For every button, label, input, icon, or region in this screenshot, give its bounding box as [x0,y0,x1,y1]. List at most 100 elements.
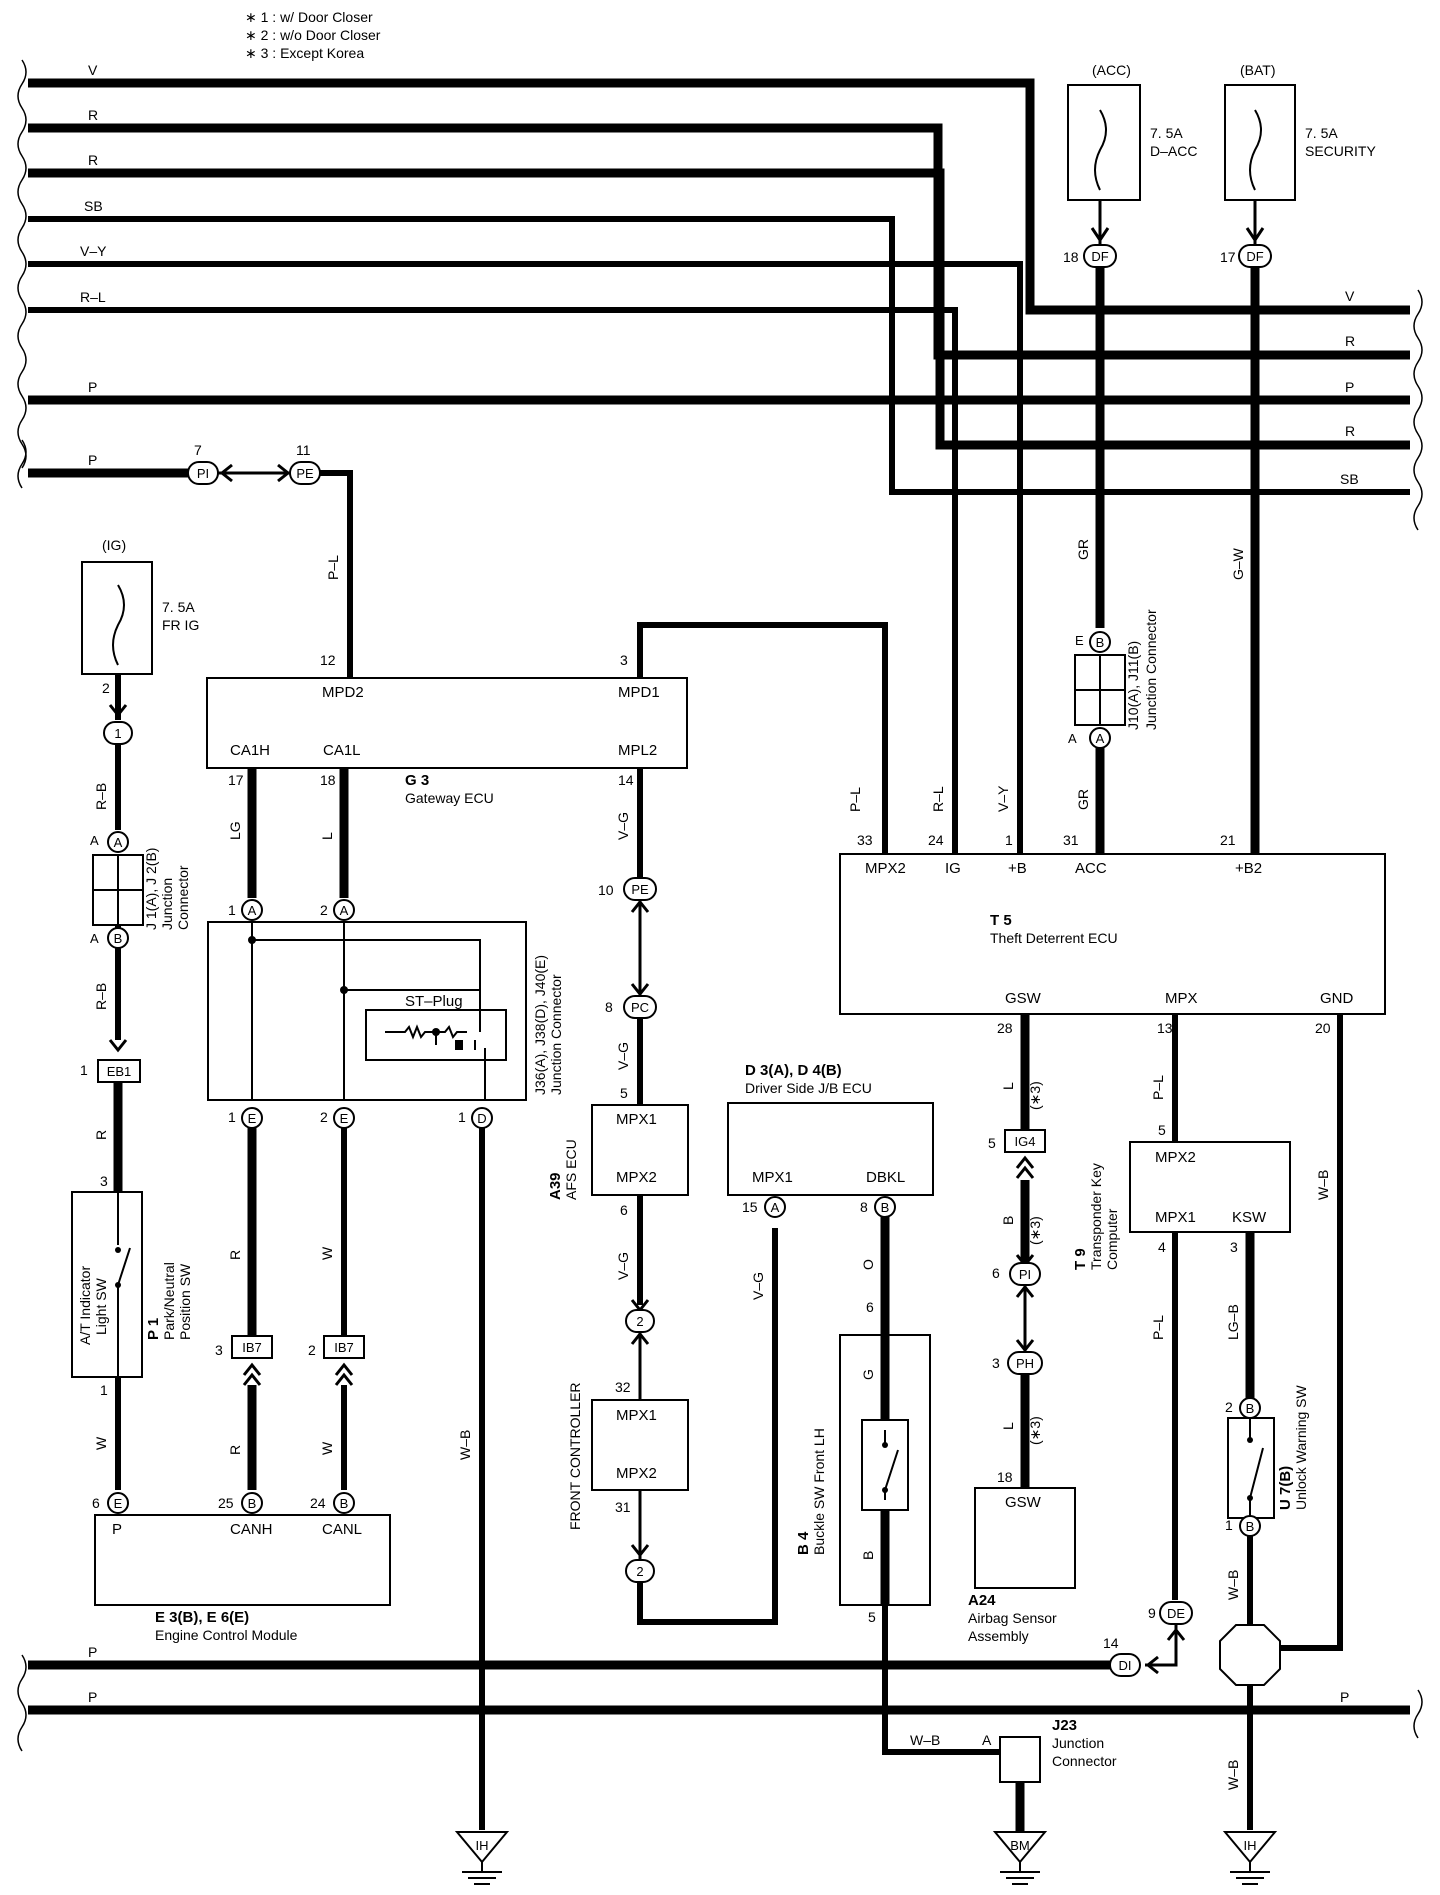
svg-text:P: P [88,1689,97,1705]
svg-text:1: 1 [100,1382,108,1398]
svg-text:J36(A), J38(D), J40(E): J36(A), J38(D), J40(E) [532,955,548,1095]
svg-text:Park/Neutral: Park/Neutral [161,1262,177,1340]
svg-text:1: 1 [228,1109,236,1125]
svg-text:GSW: GSW [1005,990,1042,1007]
svg-text:L: L [1000,1422,1016,1430]
rbus-label-r2: R [1345,423,1355,439]
svg-text:PH: PH [1016,1356,1034,1371]
splice-octagon [1219,1624,1281,1686]
junction-j36: 1 A 2 A ST–Plug J36(A), J38(D), J40(E) J… [207,899,564,1129]
svg-text:R–L: R–L [930,786,946,812]
svg-text:LG: LG [227,821,243,840]
bus-v [28,78,1410,315]
svg-text:18: 18 [320,772,336,788]
svg-text:ST–Plug: ST–Plug [405,993,463,1010]
fuse-acc-name: D–ACC [1150,143,1197,159]
rbus-label-sb: SB [1340,471,1359,487]
svg-text:G 3: G 3 [405,772,429,789]
gsw-chain: L (∗3) 5 IG4 B (∗3) 6 PI 3 PH L (∗3) 18 … [968,1014,1076,1644]
svg-text:13: 13 [1157,1020,1173,1036]
svg-text:24: 24 [928,832,944,848]
svg-text:DE: DE [1167,1606,1185,1621]
svg-text:B 4: B 4 [795,1531,812,1555]
bus-label-p2: P [88,452,97,468]
svg-text:6: 6 [992,1265,1000,1281]
svg-text:Connector: Connector [1052,1753,1117,1769]
svg-text:8: 8 [860,1199,868,1215]
connector-ib7-b [323,1335,365,1359]
svg-text:BM: BM [1010,1838,1030,1853]
svg-text:MPX: MPX [1165,990,1198,1007]
svg-text:W–B: W–B [910,1732,940,1748]
svg-text:DF: DF [1091,249,1108,264]
svg-text:A: A [248,903,257,918]
svg-text:A: A [90,931,99,946]
svg-text:B: B [860,1551,876,1560]
wire-gw: G–W [1230,547,1246,580]
svg-text:R: R [93,1130,109,1140]
svg-text:E: E [114,1496,123,1511]
svg-text:E: E [340,1111,349,1126]
driver-jb-ecu: D 3(A), D 4(B) Driver Side J/B ECU MPX1 … [727,1062,934,1335]
right-buses: V R P R SB [1340,288,1423,531]
svg-text:5: 5 [868,1609,876,1625]
left-buses: V R R SB V–Y R–L P P [17,59,1410,1752]
svg-text:EB1: EB1 [107,1064,132,1079]
fuse-ig-box [81,561,153,675]
svg-text:1: 1 [80,1062,88,1078]
svg-text:O: O [860,1259,876,1270]
svg-text:3: 3 [992,1355,1000,1371]
svg-text:V–G: V–G [615,1042,631,1070]
svg-text:MPL2: MPL2 [618,742,657,759]
svg-text:Junction Connector: Junction Connector [548,974,564,1095]
can-wires: LG L [227,768,349,898]
gateway-ecu: 12 3 MPD2 MPD1 CA1H CA1L MPL2 G 3 Gatewa… [206,652,688,806]
svg-text:7: 7 [194,442,202,458]
svg-text:21: 21 [1220,832,1236,848]
rbus-label-p: P [1345,379,1354,395]
svg-text:W–B: W–B [1225,1760,1241,1790]
svg-text:A: A [90,833,99,848]
svg-text:25: 25 [218,1495,234,1511]
svg-text:9: 9 [1148,1605,1156,1621]
connector-ig4 [1004,1129,1046,1153]
svg-text:P: P [112,1521,122,1538]
svg-text:R: R [227,1445,243,1455]
svg-text:CANH: CANH [230,1521,273,1538]
svg-text:ACC: ACC [1075,860,1107,877]
svg-text:MPX2: MPX2 [865,860,906,877]
front-controller [591,1399,689,1491]
svg-text:B: B [114,931,123,946]
mpl2-chain: V–G 10 PE 8 PC V–G 5 MPX1 MPX2 A39 AFS E… [547,768,778,1625]
svg-text:R–B: R–B [93,783,109,810]
svg-text:Unlock Warning SW: Unlock Warning SW [1293,1384,1309,1510]
svg-text:Connector: Connector [175,865,191,930]
rbus-label-r: R [1345,333,1355,349]
svg-text:D 3(A), D 4(B): D 3(A), D 4(B) [745,1062,842,1079]
svg-text:W: W [319,1246,335,1260]
svg-text:DF: DF [1246,249,1263,264]
svg-text:(∗3): (∗3) [1027,1081,1043,1110]
wire-pl-top: P–L [325,555,341,580]
svg-text:FR IG: FR IG [162,617,199,633]
svg-text:IB7: IB7 [242,1340,262,1355]
svg-text:IB7: IB7 [334,1340,354,1355]
fuse-acc-source: (ACC) [1092,62,1131,78]
fuse-bat: (BAT) 7. 5A SECURITY 17 DF G–W [1220,62,1376,862]
svg-text:DBKL: DBKL [866,1169,905,1186]
svg-text:2: 2 [636,1564,643,1579]
svg-text:PE: PE [631,882,649,897]
fuse-bat-rating: 7. 5A [1305,125,1338,141]
bus-label-p1: P [88,379,97,395]
svg-text:T 9: T 9 [1072,1248,1089,1270]
svg-text:PE: PE [296,466,314,481]
rbus-label-v: V [1345,288,1355,304]
svg-text:3: 3 [1230,1239,1238,1255]
bus-label-rl: R–L [80,289,106,305]
bus-r1 [28,123,1410,360]
svg-text:32: 32 [615,1379,631,1395]
svg-text:E 3(B), E 6(E): E 3(B), E 6(E) [155,1609,249,1626]
svg-text:CA1H: CA1H [230,742,270,759]
svg-text:2: 2 [320,902,328,918]
svg-text:L: L [1000,1082,1016,1090]
